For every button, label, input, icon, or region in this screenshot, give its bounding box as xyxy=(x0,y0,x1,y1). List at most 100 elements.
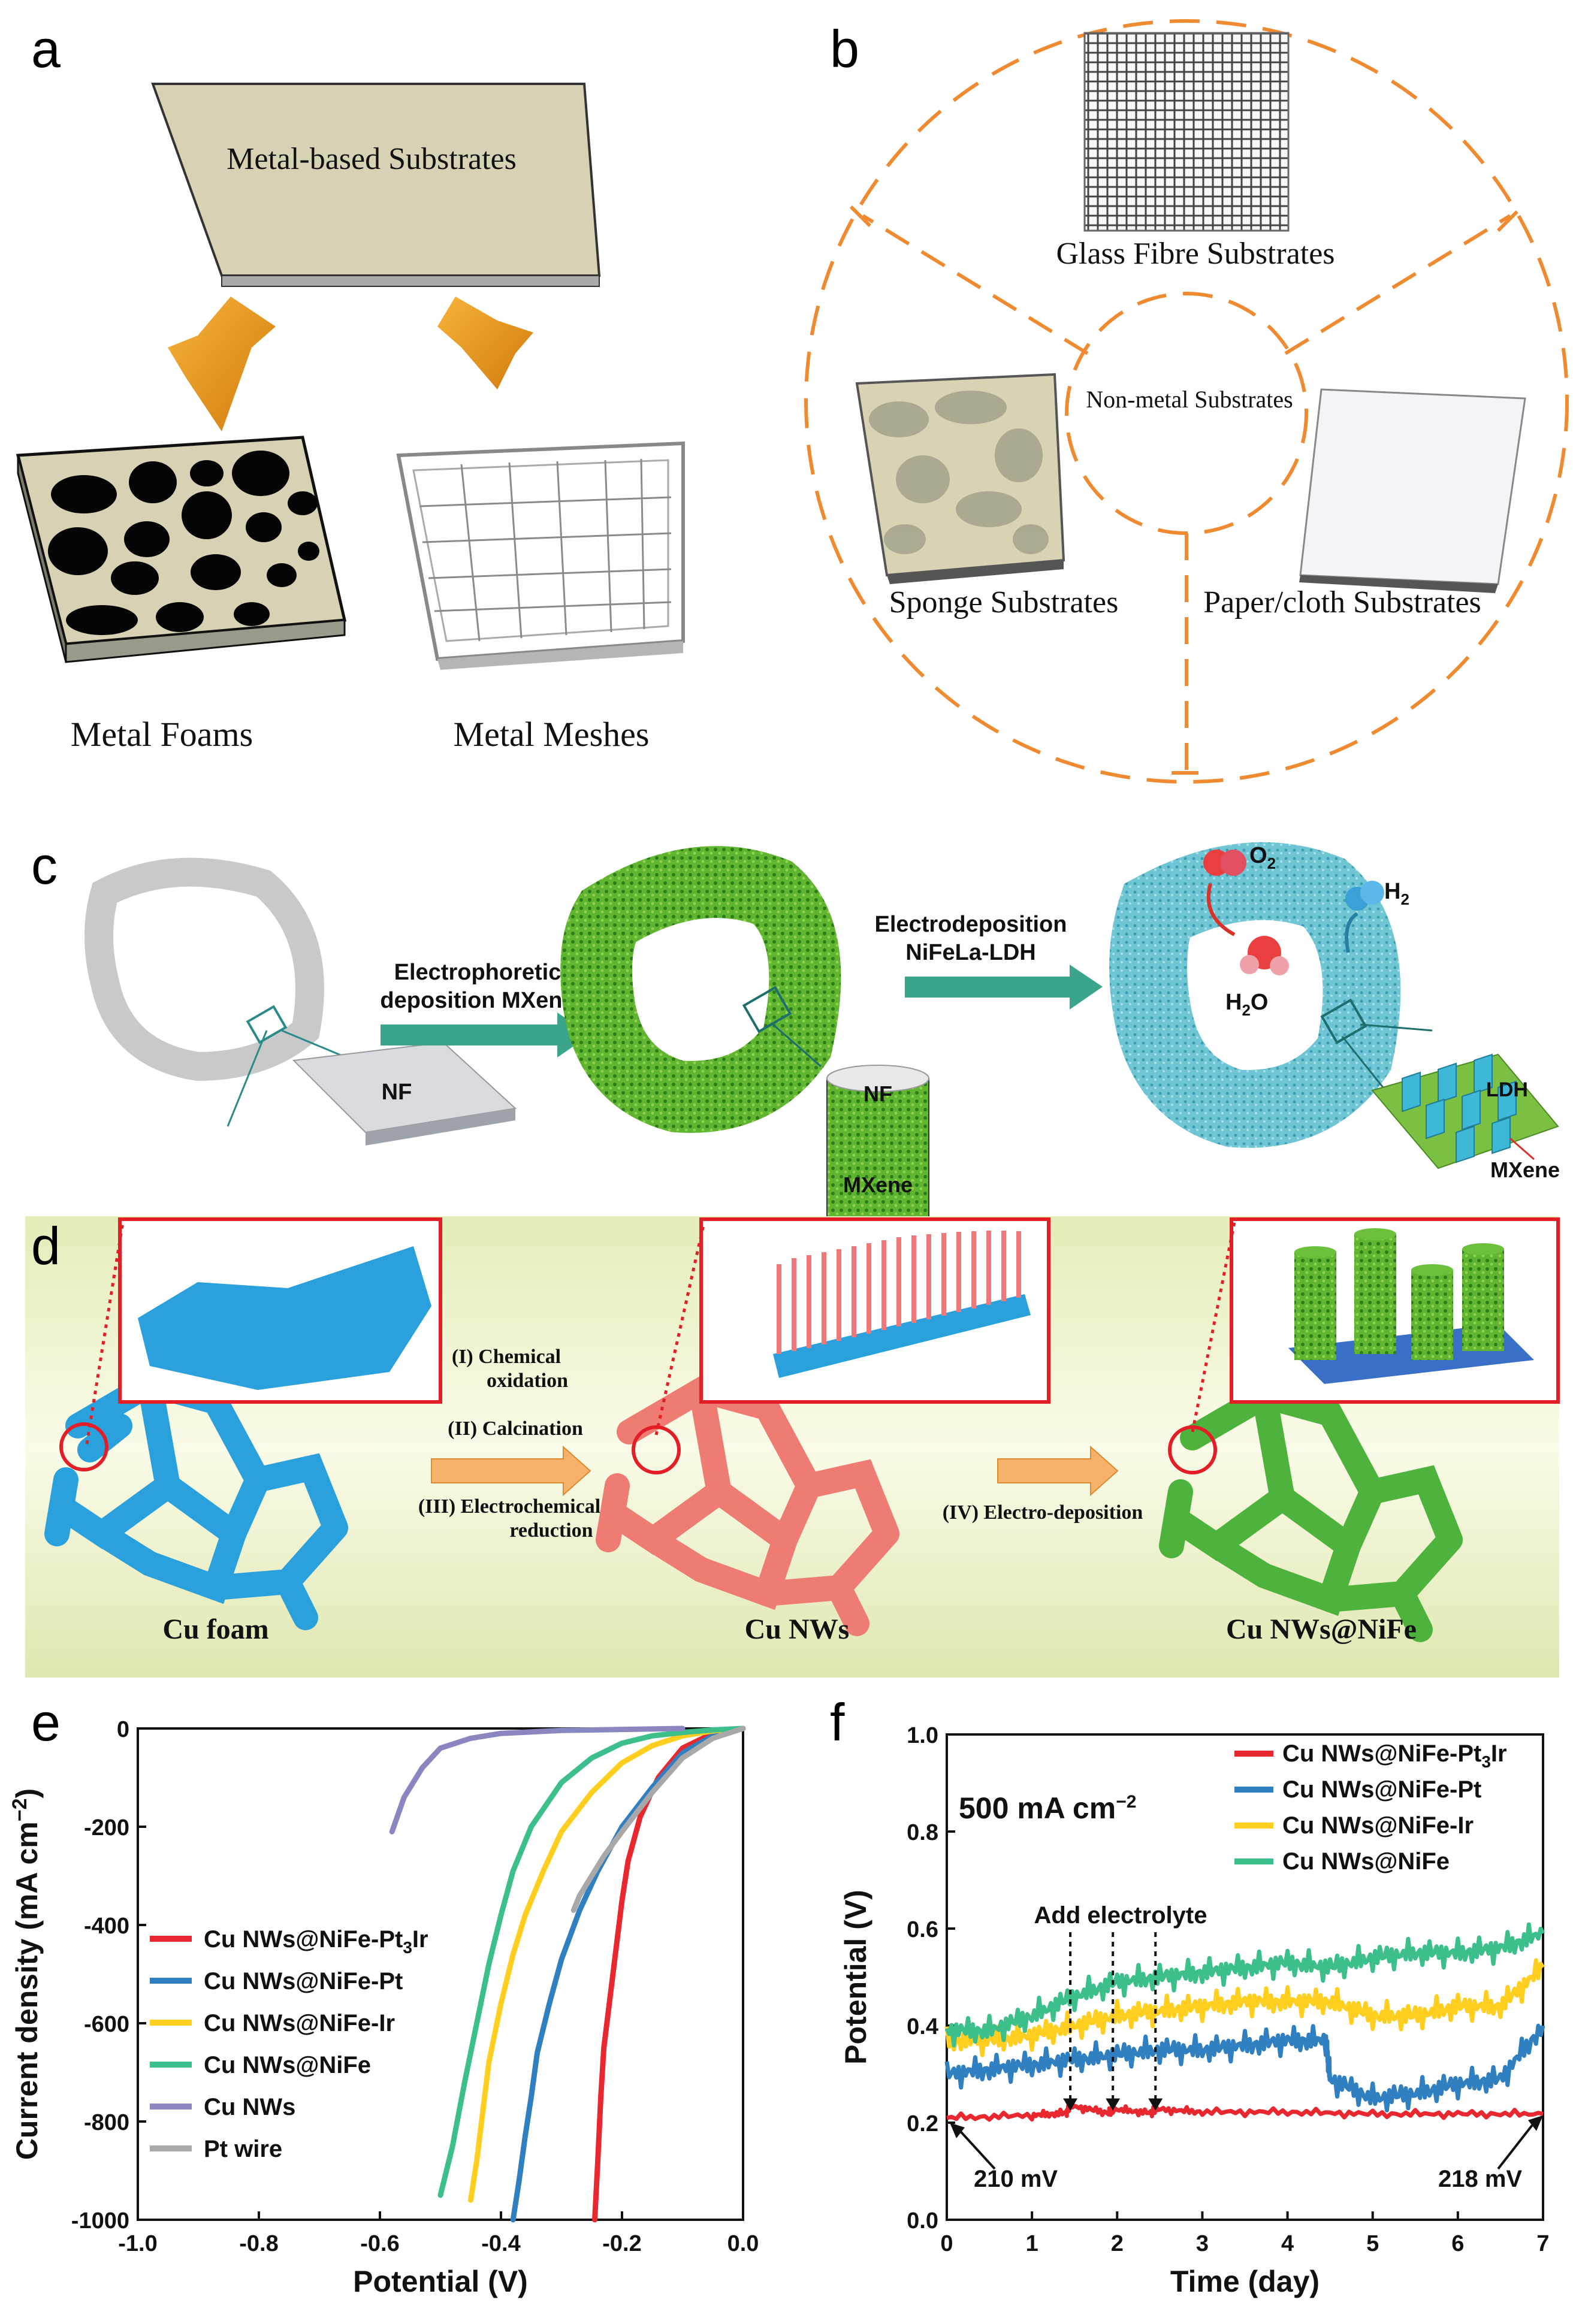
f-xtick-label: 2 xyxy=(1111,2231,1124,2256)
e-ytick-label: -800 xyxy=(84,2110,129,2135)
f-xtick-label: 7 xyxy=(1536,2231,1549,2256)
f-end-pointer xyxy=(1498,2119,1537,2169)
f-ytick-label: 0.0 xyxy=(907,2208,938,2234)
e-series-line xyxy=(440,1728,743,2195)
e-xtick-label: -0.8 xyxy=(239,2231,278,2256)
glass-fibre-mesh xyxy=(1085,33,1288,231)
non-metal-center-label: Non-metal Substrates xyxy=(1086,386,1293,413)
e-series-line xyxy=(471,1728,744,2200)
glass-fibre-label: Glass Fibre Substrates xyxy=(1056,237,1335,271)
f-xaxis-label: Time (day) xyxy=(1170,2265,1320,2298)
step1-line2: deposition MXene xyxy=(380,988,575,1013)
f-yaxis-label: Potential (V) xyxy=(839,1890,872,2065)
e-legend-label: Cu NWs@NiFe xyxy=(204,2052,371,2078)
panel-b: b Glass Fibre Substrates Non-metal Subst… xyxy=(806,19,1567,782)
e-ytick-label: -600 xyxy=(84,2012,129,2037)
panel-c-letter: c xyxy=(31,836,58,895)
metal-foam-block xyxy=(18,437,345,662)
e-legend-label: Cu NWs@NiFe-Pt xyxy=(204,1968,403,1994)
metal-substrate-label: Metal-based Substrates xyxy=(227,142,517,176)
arrow-to-meshes-icon xyxy=(437,297,533,389)
metal-mesh-block xyxy=(398,443,683,670)
nf-plate-label: NF xyxy=(382,1080,412,1105)
f-series-line xyxy=(947,2102,1543,2120)
f-start-label: 210 mV xyxy=(974,2166,1058,2192)
e-xtick-label: 0.0 xyxy=(727,2231,759,2256)
h2o-label: H2O xyxy=(1225,990,1268,1019)
panel-f-letter: f xyxy=(830,1693,845,1752)
water-molecule-icon xyxy=(1240,936,1289,975)
f-start-arrowhead-icon xyxy=(950,2123,965,2138)
step2-line2: NiFeLa-LDH xyxy=(905,940,1035,965)
f-ytick-label: 0.4 xyxy=(907,2014,938,2039)
d-step1-line2: oxidation xyxy=(487,1370,568,1392)
paper-cloth-sheet xyxy=(1299,389,1525,593)
metal-foams-label: Metal Foams xyxy=(71,715,253,754)
e-xtick-label: -1.0 xyxy=(118,2231,157,2256)
panel-e-letter: e xyxy=(31,1693,61,1752)
f-start-pointer xyxy=(956,2126,995,2169)
f-ytick-label: 0.6 xyxy=(907,1917,938,1942)
f-condition-label: 500 mA cm−2 xyxy=(959,1791,1136,1825)
f-xtick-label: 5 xyxy=(1366,2231,1379,2256)
e-legend-label: Cu NWs@NiFe-Ir xyxy=(204,2010,395,2036)
d-step2: (II) Calcination xyxy=(448,1418,583,1440)
d-step3-line1: (III) Electrochemical xyxy=(418,1495,600,1518)
panel-b-letter: b xyxy=(830,19,859,78)
f-ytick-label: 0.2 xyxy=(907,2111,938,2136)
mxene-coated-foam xyxy=(596,882,821,1097)
f-end-label: 218 mV xyxy=(1438,2166,1522,2192)
sponge-label: Sponge Substrates xyxy=(889,585,1119,619)
d-step3-line2: reduction xyxy=(509,1519,593,1542)
f-add-electrolyte-label: Add electrolyte xyxy=(1034,1902,1207,1929)
ldh-array xyxy=(1372,1054,1558,1168)
nf-cylinder-label: NF xyxy=(864,1081,892,1106)
e-xaxis-label: Potential (V) xyxy=(353,2265,528,2298)
f-xtick-label: 6 xyxy=(1451,2231,1464,2256)
f-ytick-label: 0.8 xyxy=(907,1820,938,1845)
e-ytick-label: 0 xyxy=(117,1717,129,1742)
f-legend-label: Cu NWs@NiFe-Pt xyxy=(1282,1776,1481,1803)
step1-line1: Electrophoretic xyxy=(394,960,561,985)
f-legend-label: Cu NWs@NiFe xyxy=(1282,1848,1450,1875)
teal-arrow-2-icon xyxy=(905,965,1103,1010)
panel-d: d Cu foam (I) Chemical oxidation (II) Ca… xyxy=(25,1216,1559,1678)
nickel-foam-frame xyxy=(99,872,354,1126)
metal-substrate-plate xyxy=(153,84,599,286)
f-legend-label: Cu NWs@NiFe-Pt3Ir xyxy=(1282,1740,1507,1771)
mxene-base-label: MXene xyxy=(1490,1158,1560,1182)
cu-nws-nife-label: Cu NWs@NiFe xyxy=(1226,1613,1417,1645)
panel-a-letter: a xyxy=(31,19,61,78)
panel-c: c NF Electrophoretic deposition MXene NF xyxy=(31,836,1560,1253)
e-ytick-label: -400 xyxy=(84,1914,129,1939)
arrow-to-foams-icon xyxy=(168,297,276,431)
cu-nws-label: Cu NWs xyxy=(745,1613,850,1645)
f-xtick-label: 0 xyxy=(940,2231,953,2256)
f-xtick-label: 4 xyxy=(1281,2231,1294,2256)
paper-cloth-label: Paper/cloth Substrates xyxy=(1203,585,1481,619)
step2-line1: Electrodeposition xyxy=(875,912,1067,937)
panel-a: a Metal-based Substrates xyxy=(18,19,683,754)
sponge-block xyxy=(857,374,1064,584)
panel-d-letter: d xyxy=(31,1216,61,1276)
e-xtick-label: -0.2 xyxy=(602,2231,641,2256)
cu-foam-label: Cu foam xyxy=(162,1613,268,1645)
e-ytick-label: -200 xyxy=(84,1815,129,1841)
h2-label: H2 xyxy=(1384,879,1409,908)
f-ytick-label: 1.0 xyxy=(907,1723,938,1748)
mxene-cylinder-label: MXene xyxy=(843,1172,913,1197)
inner-dashed-circle xyxy=(1067,294,1306,533)
ldh-coated-foam xyxy=(1148,881,1432,1109)
d-step1-line1: (I) Chemical xyxy=(452,1346,561,1368)
f-xtick-label: 1 xyxy=(1026,2231,1038,2256)
e-legend-label: Pt wire xyxy=(204,2136,282,2162)
e-yaxis-label: Current density (mA cm−2) xyxy=(8,1788,44,2160)
e-series-line xyxy=(595,1728,744,2220)
e-legend-label: Cu NWs xyxy=(204,2094,295,2120)
e-xtick-label: -0.6 xyxy=(360,2231,399,2256)
ldh-label: LDH xyxy=(1486,1078,1528,1101)
d-step4: (IV) Electro-deposition xyxy=(943,1501,1143,1524)
f-xtick-label: 3 xyxy=(1196,2231,1209,2256)
